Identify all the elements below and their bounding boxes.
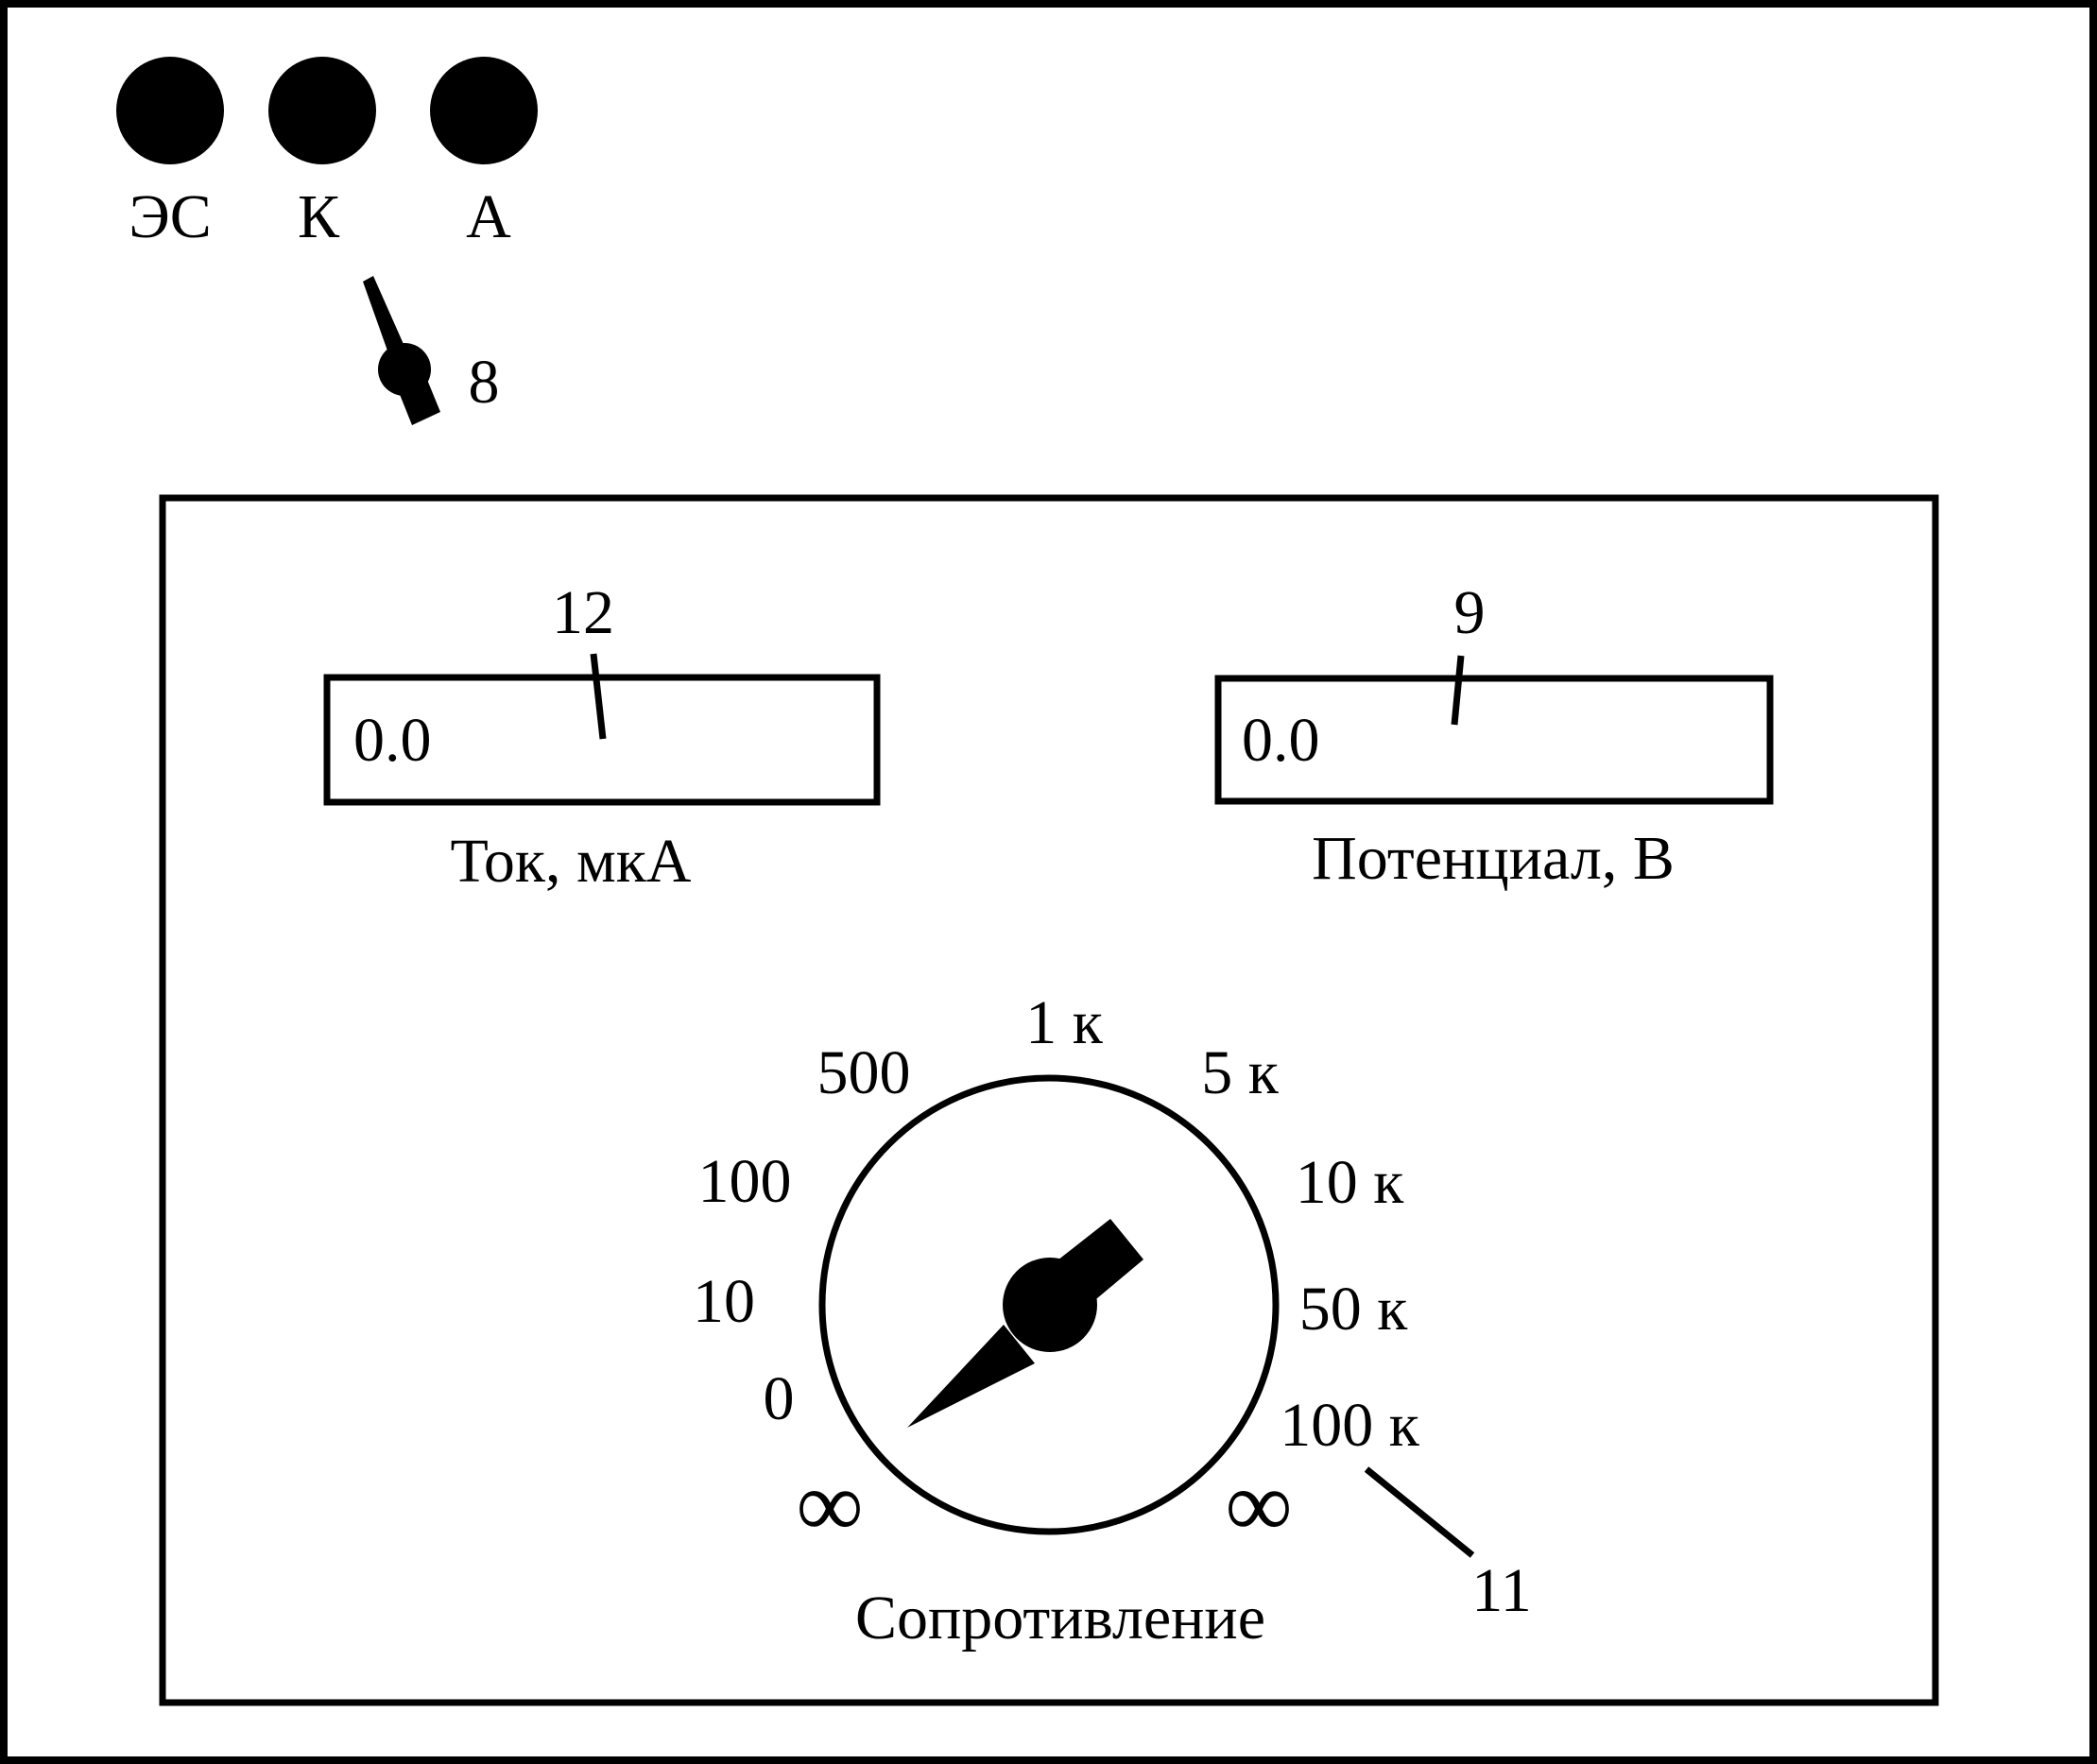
scale-label-50k: 50 к <box>1299 1275 1409 1344</box>
scale-label-100k: 100 к <box>1280 1391 1420 1460</box>
current-callout-leader <box>590 653 607 740</box>
scale-label-1k: 1 к <box>1025 988 1104 1057</box>
scale-label-500: 500 <box>817 1038 911 1107</box>
terminal-a-label: А <box>466 182 511 251</box>
knob-pointer[interactable] <box>907 1325 1035 1428</box>
potential-meter: 9 0.0 Потенциал, В <box>1214 578 1774 893</box>
current-display <box>323 674 881 806</box>
terminal-a-jack[interactable] <box>430 57 538 164</box>
potential-callout-leader <box>1451 655 1465 726</box>
current-meter: 12 0.0 Ток, мкА <box>323 578 881 896</box>
toggle-switch[interactable] <box>363 276 440 425</box>
potential-value: 0.0 <box>1242 706 1320 775</box>
scale-label-0: 0 <box>764 1364 795 1433</box>
callout-switch-number: 8 <box>469 348 500 417</box>
terminal-es-jack[interactable] <box>116 57 224 164</box>
resistance-knob[interactable] <box>907 1219 1143 1428</box>
terminal-group: ЭС К А <box>116 57 538 251</box>
callout-current-number: 12 <box>552 578 614 647</box>
current-value: 0.0 <box>353 706 432 775</box>
scale-label-infinity-left: ∞ <box>796 1452 863 1557</box>
scale-label-infinity-right: ∞ <box>1225 1452 1292 1557</box>
resistance-dial-label: Сопротивление <box>855 1584 1265 1653</box>
resistance-dial[interactable]: ∞ 0 10 100 500 1 к 5 к 10 к 50 к 100 к ∞… <box>693 988 1420 1653</box>
terminal-es[interactable]: ЭС <box>116 57 224 251</box>
scale-label-10: 10 <box>693 1267 755 1336</box>
knob-hub[interactable] <box>1003 1258 1097 1352</box>
resistance-callout-leader <box>1364 1466 1475 1558</box>
potential-label: Потенциал, В <box>1312 824 1675 893</box>
potential-display <box>1214 675 1774 805</box>
scale-label-5k: 5 к <box>1201 1038 1280 1107</box>
current-label: Ток, мкА <box>451 827 692 896</box>
terminal-es-label: ЭС <box>129 182 212 251</box>
terminal-a[interactable]: А <box>430 57 538 251</box>
terminal-k[interactable]: К <box>268 57 376 251</box>
callout-knob-number: 11 <box>1471 1556 1532 1625</box>
toggle-switch-handle[interactable] <box>395 370 440 425</box>
scale-label-100: 100 <box>698 1147 792 1216</box>
callout-potential-number: 9 <box>1454 578 1486 647</box>
inner-panel <box>159 494 1939 1706</box>
scale-label-10k: 10 к <box>1296 1148 1405 1217</box>
terminal-k-label: К <box>298 182 340 251</box>
terminal-k-jack[interactable] <box>268 57 376 164</box>
